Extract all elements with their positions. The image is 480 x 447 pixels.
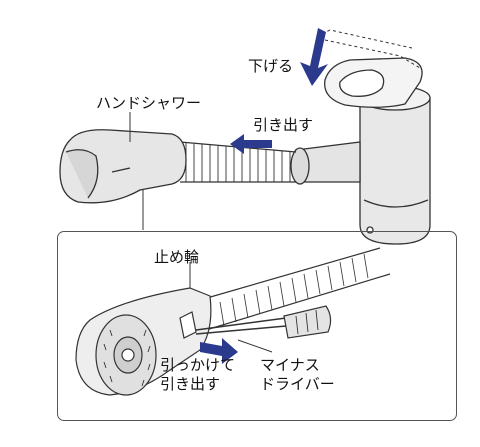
pull-out-label: 引き出す bbox=[253, 116, 314, 134]
lever-handle bbox=[321, 29, 423, 108]
hand-shower-head bbox=[59, 129, 187, 204]
stop-ring-label: 止め輪 bbox=[154, 248, 200, 266]
lower-arrow bbox=[300, 28, 328, 86]
lower-label: 下げる bbox=[248, 57, 294, 75]
screwdriver-label-line2: ドライバー bbox=[260, 375, 335, 393]
detail-inset-frame bbox=[57, 231, 457, 421]
hook-pull-label-line1: 引っかけて bbox=[160, 356, 236, 374]
hose-joint bbox=[290, 141, 361, 185]
inset-detail bbox=[75, 247, 391, 396]
faucet-body bbox=[359, 85, 431, 245]
hook-pull-label-line2: 引き出す bbox=[160, 375, 221, 393]
pull-out-arrow bbox=[230, 134, 272, 154]
inset-pull-arrow bbox=[200, 338, 238, 364]
hand-shower-label: ハンドシャワー bbox=[96, 94, 202, 112]
screwdriver-label-line1: マイナス bbox=[260, 356, 320, 374]
